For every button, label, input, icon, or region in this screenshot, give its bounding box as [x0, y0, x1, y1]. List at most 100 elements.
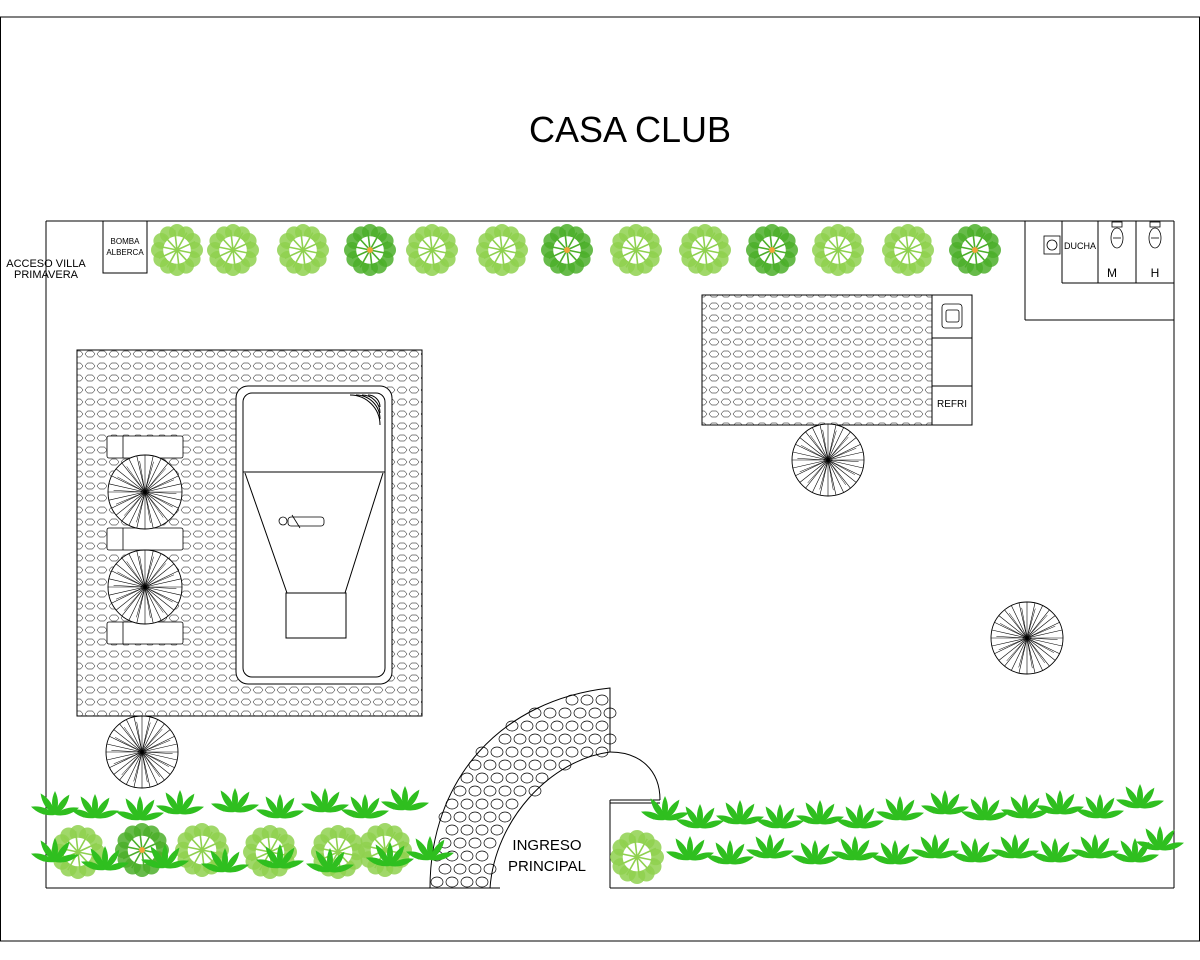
shower-icon [1043, 235, 1061, 255]
tree-symbol [949, 224, 1001, 276]
shrub-symbol [31, 791, 79, 816]
paving-stone [565, 720, 579, 732]
paving-stone [513, 733, 527, 745]
tree-symbol [610, 224, 662, 276]
paving-stone [513, 759, 527, 771]
paving-stone [505, 772, 519, 784]
paving-stone [558, 733, 572, 745]
paving-stone [573, 733, 587, 745]
paving-stone [490, 772, 504, 784]
paving-stone [505, 720, 519, 732]
paving-stone [445, 824, 459, 836]
umbrella-symbol [107, 454, 183, 530]
paving-stone [505, 798, 519, 810]
paving-stone [468, 863, 482, 875]
paving-stone [475, 824, 489, 836]
shrub-symbol [1116, 784, 1164, 809]
paving-stone [573, 707, 587, 719]
acceso-label-line2: PRIMAVERA [14, 269, 79, 281]
shrub-symbol [1031, 838, 1079, 863]
shrub-symbol [306, 848, 354, 873]
paving-stone [438, 837, 452, 849]
ingreso-label-line2: PRINCIPAL [508, 858, 586, 875]
paving-stone [453, 837, 467, 849]
tree-symbol [679, 224, 731, 276]
shrub-symbol [366, 842, 414, 867]
paving-stone [475, 746, 489, 758]
tree-row [151, 224, 1001, 276]
paving-stone [475, 772, 489, 784]
refri-label: REFRI [937, 399, 967, 410]
tree-symbol [610, 830, 664, 884]
paving-stone [483, 837, 497, 849]
acceso-label-line1: ACCESO VILLA [6, 258, 86, 270]
palm-tree-symbol [791, 423, 865, 497]
paving-stone [543, 733, 557, 745]
paving-stone [543, 707, 557, 719]
paving-stone [595, 746, 609, 758]
tree-symbol [115, 823, 169, 877]
shrub-symbol [921, 790, 969, 815]
paving-stone [498, 759, 512, 771]
paving-stone [490, 824, 504, 836]
tree-symbol [277, 224, 329, 276]
shrub-symbol [991, 834, 1039, 859]
paving-stone [588, 707, 602, 719]
shrub-symbol [1071, 834, 1119, 859]
paving-stone [460, 798, 474, 810]
paving-stone [513, 785, 527, 797]
bomba-label-line1: BOMBA [111, 237, 141, 246]
paving-stone [468, 759, 482, 771]
paving-stone [453, 811, 467, 823]
shrub-symbol [961, 796, 1009, 821]
palm-tree-symbol [105, 715, 179, 789]
paving-stone [498, 811, 512, 823]
shrub-symbol [641, 796, 689, 821]
paving-stone [460, 850, 474, 862]
shrub-symbol [381, 786, 429, 811]
garden-trees [51, 823, 664, 884]
shrub-symbol [201, 848, 249, 873]
shrub-symbol [71, 794, 119, 819]
paving-stone [468, 811, 482, 823]
tree-symbol [476, 224, 528, 276]
paving-stone [475, 850, 489, 862]
shrub-symbol [791, 840, 839, 865]
paving-stone [468, 785, 482, 797]
paving-stone [438, 811, 452, 823]
paving-stone [595, 720, 609, 732]
shrub-symbol [156, 790, 204, 815]
paving-stone [483, 863, 497, 875]
shrub-symbol [406, 836, 454, 861]
paving-stone [535, 772, 549, 784]
men-label: H [1151, 266, 1160, 280]
paving-stone [558, 759, 572, 771]
paving-stone [475, 798, 489, 810]
shrub-symbol [1001, 794, 1049, 819]
pool [235, 385, 393, 685]
shrub-symbol [341, 794, 389, 819]
shrub-symbol [796, 800, 844, 825]
paving-stone [565, 694, 579, 706]
paving-stone [528, 759, 542, 771]
shrub-symbol [211, 788, 259, 813]
paving-stone [565, 746, 579, 758]
paving-stone [490, 746, 504, 758]
shrub-symbol [876, 796, 924, 821]
paving-stone [520, 746, 534, 758]
lounge-chair-3 [106, 621, 184, 645]
paving-stone [550, 720, 564, 732]
paving-stone [460, 772, 474, 784]
shrub-symbol [716, 800, 764, 825]
paving-stone [460, 876, 474, 888]
ingreso-label-line1: INGRESO [512, 837, 581, 854]
sink-icon [941, 303, 963, 329]
tree-symbol [207, 224, 259, 276]
tree-symbol [746, 224, 798, 276]
tree-symbol [151, 224, 203, 276]
paving-stone [505, 746, 519, 758]
paving-stone [603, 707, 617, 719]
paving-stone [550, 746, 564, 758]
